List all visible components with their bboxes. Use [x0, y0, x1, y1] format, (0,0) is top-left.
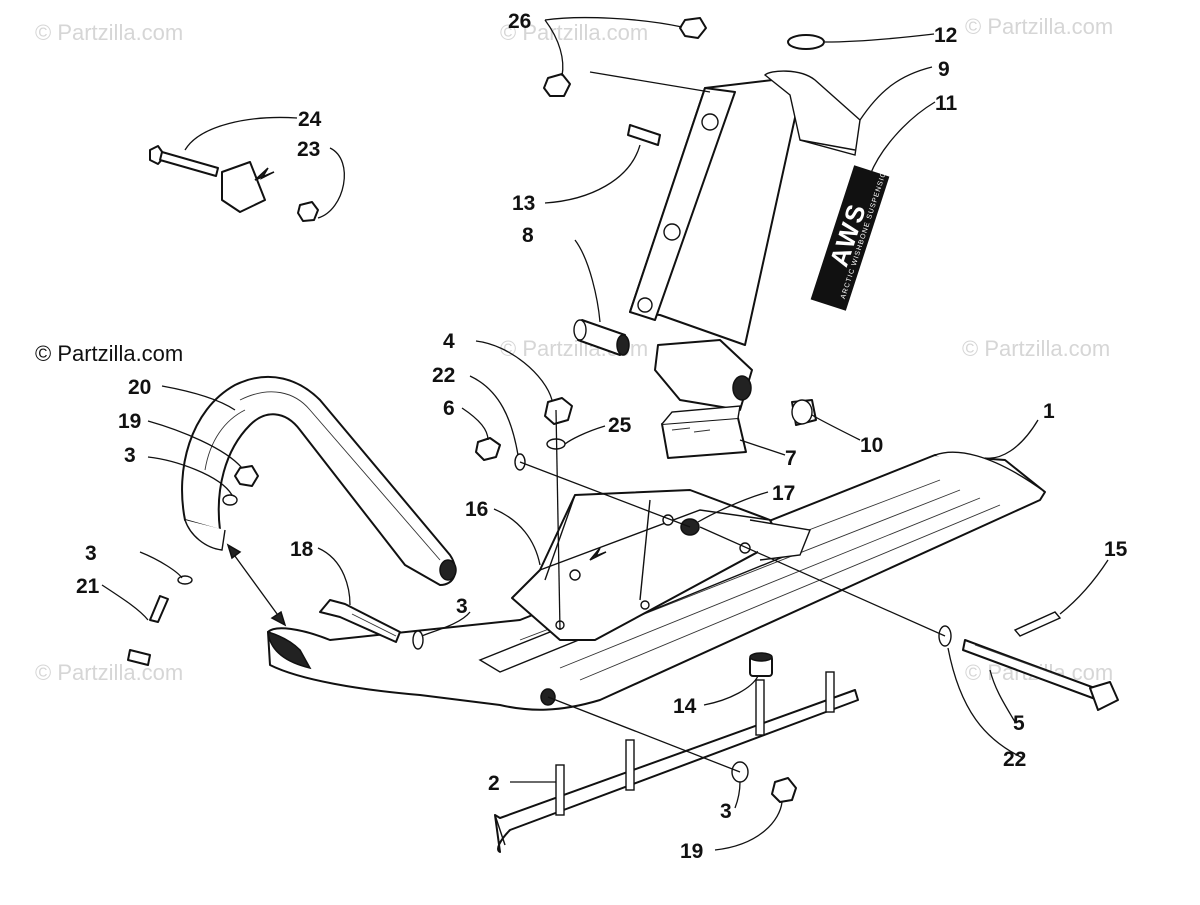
- callout-21: 21: [76, 575, 100, 598]
- callout-16: 16: [465, 498, 488, 521]
- callout-25: 25: [608, 414, 632, 437]
- callout-19: 19: [118, 410, 141, 433]
- bumper-block-7: [661, 405, 747, 459]
- callout-3: 3: [124, 444, 136, 467]
- callout-14: 14: [673, 695, 697, 718]
- bushing-14: [749, 652, 773, 677]
- watermark: © Partzilla.com: [962, 336, 1110, 361]
- callout-4: 4: [443, 330, 455, 353]
- spacer-8: [573, 319, 630, 356]
- callouts: 1 2 3 3 3 3 4 5 6 7 8 9 10 11 12 13 14 1…: [76, 10, 1128, 863]
- ski-saddle: [511, 489, 811, 641]
- callout-22: 22: [432, 364, 455, 387]
- callout-8: 8: [522, 224, 534, 247]
- callout-3: 3: [456, 595, 468, 618]
- leader-lines: [101, 16, 1109, 851]
- callout-13: 13: [512, 192, 535, 215]
- shock-absorber: AWS ARCTIC WISHBONE SUSPENSION: [629, 70, 890, 411]
- callout-17: 17: [772, 482, 795, 505]
- callout-15: 15: [1104, 538, 1128, 561]
- callout-2: 2: [488, 772, 500, 795]
- callout-23: 23: [297, 138, 320, 161]
- watermark: © Partzilla.com: [965, 14, 1113, 39]
- callout-10: 10: [860, 434, 883, 457]
- watermark: © Partzilla.com: [35, 20, 183, 45]
- callout-9: 9: [938, 58, 950, 81]
- callout-6: 6: [443, 397, 455, 420]
- watermark-main: © Partzilla.com: [35, 341, 183, 366]
- callout-19: 19: [680, 840, 703, 863]
- callout-24: 24: [298, 108, 322, 131]
- aws-decal: AWS ARCTIC WISHBONE SUSPENSION: [810, 165, 890, 311]
- spacer-10: [791, 399, 817, 426]
- callout-3: 3: [720, 800, 732, 823]
- watermark: © Partzilla.com: [35, 660, 183, 685]
- watermark: © Partzilla.com: [500, 20, 648, 45]
- callout-26: 26: [508, 10, 531, 33]
- callout-11: 11: [935, 92, 958, 115]
- callout-20: 20: [128, 376, 151, 399]
- callout-5: 5: [1013, 712, 1025, 735]
- callout-1: 1: [1043, 400, 1055, 423]
- wear-bar: [494, 671, 859, 853]
- callout-7: 7: [785, 447, 797, 470]
- hardware: [127, 17, 1119, 803]
- callout-3: 3: [85, 542, 97, 565]
- callout-22: 22: [1003, 748, 1026, 771]
- callout-12: 12: [934, 24, 957, 47]
- ski-loop: [181, 375, 457, 586]
- callout-18: 18: [290, 538, 314, 561]
